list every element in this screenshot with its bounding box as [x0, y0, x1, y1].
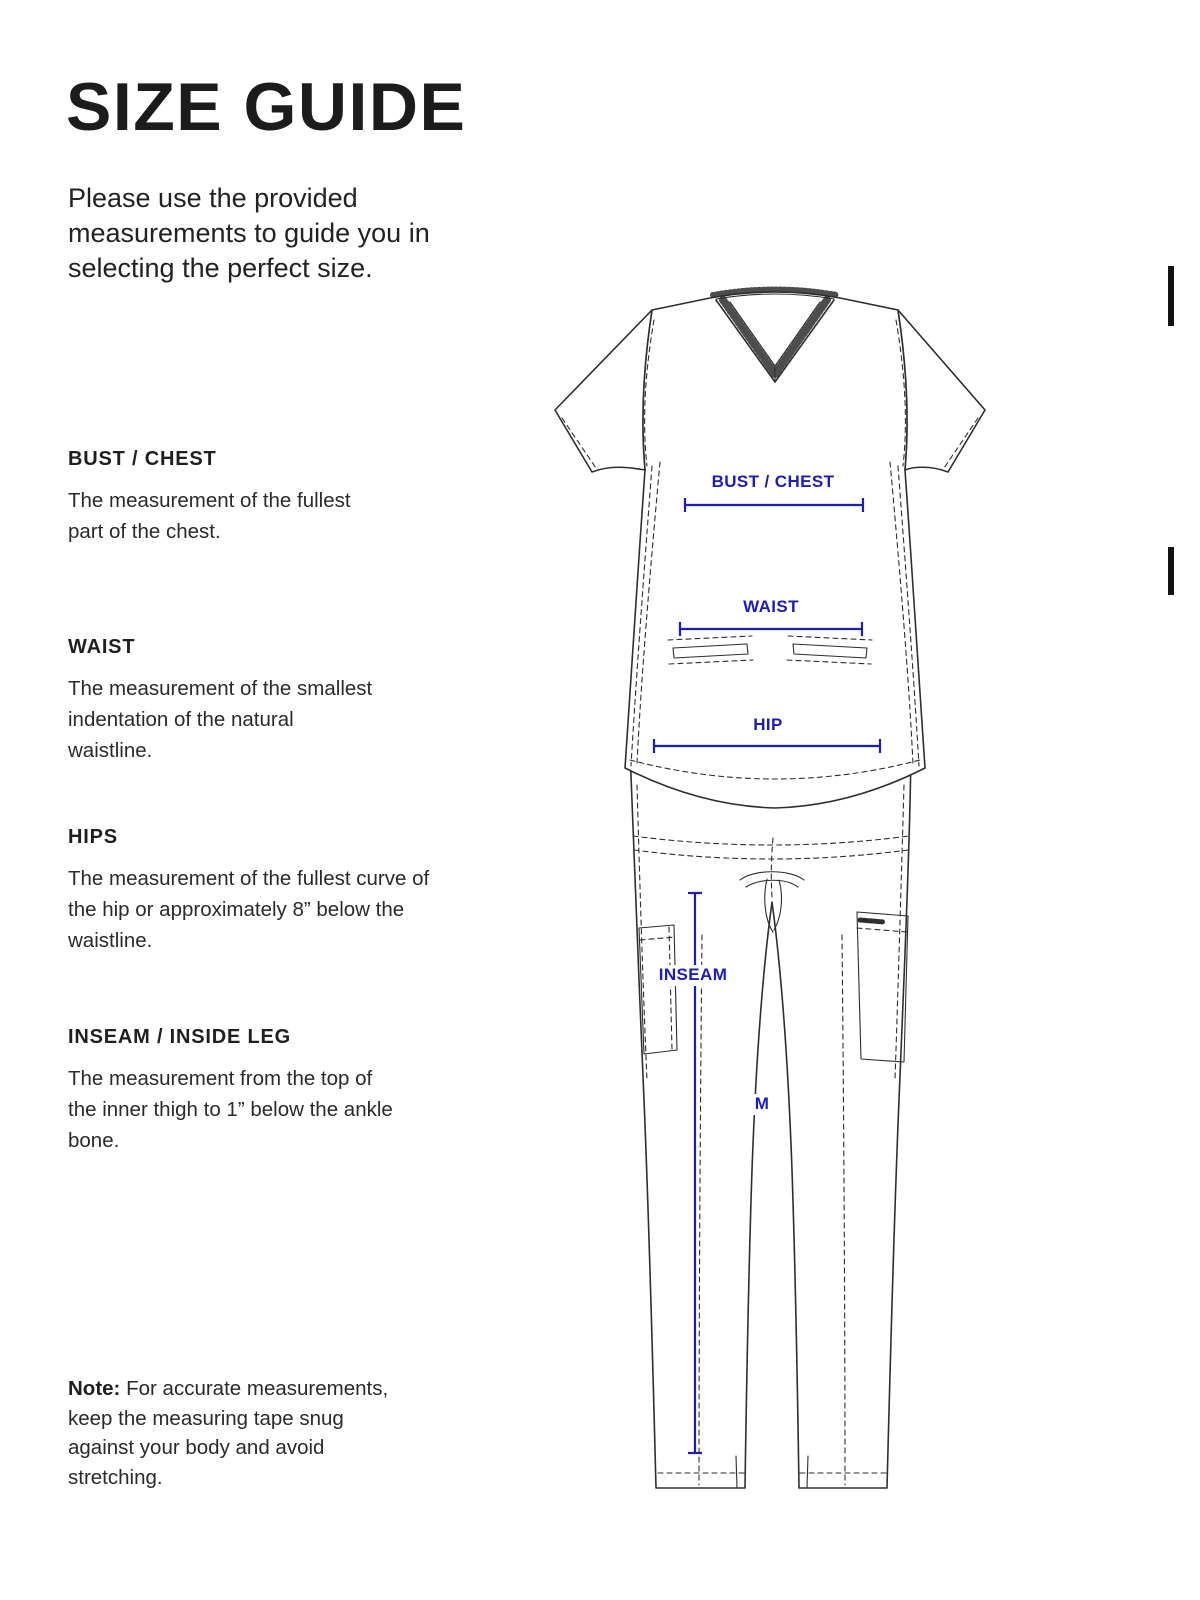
inseam-measure-label: INSEAM [653, 965, 733, 986]
scrub-top-drawing [554, 286, 986, 809]
edge-artifact [1168, 547, 1174, 595]
size-diagram: BUST / CHEST WAIST HIP INSEAM M [540, 280, 1000, 1540]
definition-waist: WAIST The measurement of the smallest in… [68, 636, 373, 766]
definition-heading: WAIST [68, 636, 136, 658]
hip-measure-label: HIP [753, 715, 783, 734]
definition-heading: INSEAM / INSIDE LEG [68, 1026, 292, 1048]
definition-heading: HIPS [68, 826, 118, 848]
definition-heading: BUST / CHEST [68, 448, 217, 470]
measurement-lines [652, 498, 882, 1455]
definition-body: The measurement of the fullest curve of … [68, 867, 430, 952]
note-text: For accurate measurements, keep the meas… [68, 1377, 389, 1489]
size-marker-label: M [749, 1094, 775, 1115]
definition-body: The measurement of the fullest part of t… [68, 489, 351, 543]
definition-body: The measurement from the top of the inne… [68, 1067, 393, 1152]
definition-bust-chest: BUST / CHEST The measurement of the full… [68, 448, 353, 547]
page-title: SIZE GUIDE [66, 69, 467, 145]
bust-measure-label: BUST / CHEST [711, 472, 835, 491]
definition-body: The measurement of the smallest indentat… [68, 677, 373, 762]
scrub-pants-drawing [629, 749, 912, 1489]
definition-inseam: INSEAM / INSIDE LEG The measurement from… [68, 1026, 403, 1156]
edge-artifact [1168, 266, 1174, 326]
garment-illustration [554, 286, 986, 1489]
intro-text: Please use the provided measurements to … [68, 183, 430, 283]
waist-measure-label: WAIST [743, 597, 799, 616]
definition-hips: HIPS The measurement of the fullest curv… [68, 826, 446, 956]
note-label: Note: [68, 1377, 121, 1400]
note: Note: For accurate measurements, keep th… [68, 1374, 413, 1492]
